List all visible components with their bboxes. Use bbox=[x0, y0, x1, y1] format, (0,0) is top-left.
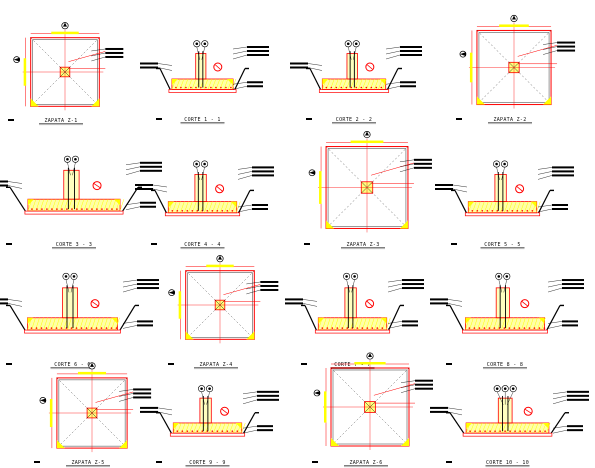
panel-caption: ZAPATA Z-6 bbox=[349, 460, 382, 466]
scale-note bbox=[456, 118, 462, 120]
panel-plan-1: ZAPATA Z-1 bbox=[8, 22, 124, 125]
scale-note bbox=[312, 461, 318, 463]
panel-caption: CORTE 4 - 4 bbox=[184, 242, 220, 248]
panel-plan-15: ZAPATA Z-6 bbox=[312, 352, 433, 467]
panel-caption: CORTE 10 - 10 bbox=[486, 460, 529, 466]
scale-note bbox=[446, 363, 452, 365]
panel-caption: CORTE 1 - 1 bbox=[184, 117, 220, 123]
panel-section-8: CORTE 5 - 5 bbox=[435, 160, 574, 249]
scale-note bbox=[156, 461, 162, 463]
scale-note bbox=[151, 243, 157, 245]
scale-note bbox=[34, 461, 40, 463]
scale-note bbox=[306, 118, 312, 120]
panel-caption: ZAPATA Z-4 bbox=[199, 362, 232, 368]
panel-caption: CORTE 5 - 5 bbox=[484, 242, 520, 248]
panel-plan-13: ZAPATA Z-5 bbox=[34, 362, 152, 467]
panel-caption: CORTE 3 - 3 bbox=[56, 242, 92, 248]
scale-note bbox=[168, 363, 174, 365]
panel-section-2: CORTE 1 - 1 bbox=[140, 40, 269, 124]
scale-note bbox=[6, 363, 12, 365]
panel-caption: CORTE 7 - 7 bbox=[334, 362, 370, 368]
panel-section-3: CORTE 2 - 2 bbox=[290, 40, 422, 124]
scale-note bbox=[304, 243, 310, 245]
scale-note bbox=[156, 118, 162, 120]
panel-caption: CORTE 9 - 9 bbox=[189, 460, 225, 466]
panel-section-12: CORTE 8 - 8 bbox=[430, 272, 584, 369]
panel-section-11: CORTE 7 - 7 bbox=[285, 272, 424, 369]
panel-caption: ZAPATA Z-3 bbox=[346, 242, 379, 248]
panel-plan-4: ZAPATA Z-2 bbox=[456, 14, 576, 124]
panel-plan-7: ZAPATA Z-3 bbox=[304, 131, 432, 249]
scale-note bbox=[451, 243, 457, 245]
panel-caption: ZAPATA Z-5 bbox=[71, 460, 104, 466]
panel-caption: CORTE 8 - 8 bbox=[487, 362, 523, 368]
scale-note bbox=[301, 363, 307, 365]
scale-note bbox=[8, 119, 14, 121]
panel-section-6: CORTE 4 - 4 bbox=[135, 160, 274, 249]
panel-section-9: CORTE 6 - 6 bbox=[0, 272, 159, 369]
panel-caption: CORTE 6 - 6 bbox=[54, 362, 90, 368]
panel-caption: ZAPATA Z-1 bbox=[44, 118, 77, 124]
scale-note bbox=[446, 461, 452, 463]
panel-section-16: CORTE 10 - 10 bbox=[430, 385, 589, 467]
scale-note bbox=[6, 243, 12, 245]
panel-plan-10: ZAPATA Z-4 bbox=[168, 255, 279, 369]
panel-section-14: CORTE 9 - 9 bbox=[140, 385, 279, 467]
panel-section-5: CORTE 3 - 3 bbox=[0, 155, 162, 249]
panel-caption: CORTE 2 - 2 bbox=[336, 117, 372, 123]
panel-caption: ZAPATA Z-2 bbox=[493, 117, 526, 123]
